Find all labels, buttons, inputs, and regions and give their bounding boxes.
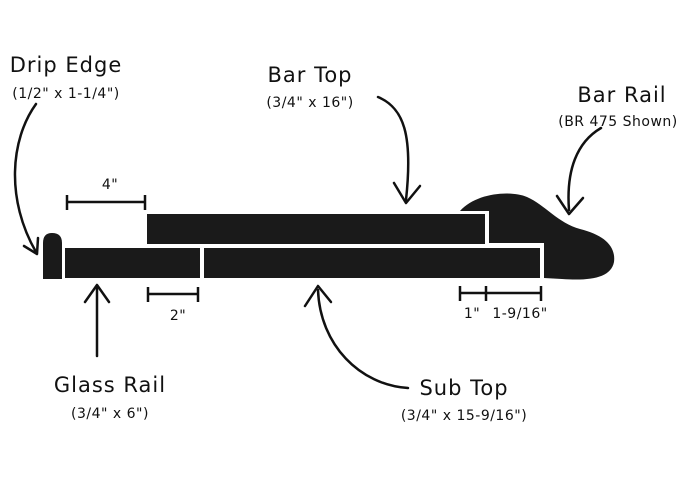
glass-rail-arrow	[83, 283, 111, 358]
glass-rail-size: (3/4" x 6")	[71, 406, 149, 422]
bar-rail-piece	[460, 193, 615, 280]
dimension-4-inch-label: 4"	[102, 177, 118, 193]
drip-edge-callout: Drip Edge (1/2" x 1-1/4")	[10, 53, 123, 102]
bar-profile	[43, 193, 615, 280]
glass-rail-piece	[65, 248, 200, 278]
bar-rail-size: (BR 475 Shown)	[558, 114, 678, 130]
bar-rail-callout: Bar Rail (BR 475 Shown)	[558, 83, 678, 130]
sub-top-arrow	[303, 284, 410, 390]
dimension-1-inch: 1"	[458, 286, 488, 322]
dimension-2-inch: 2"	[146, 287, 200, 324]
glass-rail-title: Glass Rail	[54, 373, 166, 397]
drip-edge-title: Drip Edge	[10, 53, 123, 77]
sub-top-size: (3/4" x 15-9/16")	[401, 408, 527, 424]
dimension-4-inch: 4"	[65, 177, 147, 210]
bar-top-title: Bar Top	[267, 63, 352, 87]
bar-rail-title: Bar Rail	[577, 83, 666, 107]
sub-top-callout: Sub Top (3/4" x 15-9/16")	[401, 376, 527, 424]
dimension-1-9-16-inch-label: 1-9/16"	[492, 306, 547, 322]
glass-rail-callout: Glass Rail (3/4" x 6")	[54, 373, 166, 422]
drip-edge-piece	[43, 233, 62, 279]
bar-top-arrow	[376, 95, 422, 205]
dimension-2-inch-label: 2"	[170, 308, 186, 324]
dimension-1-inch-label: 1"	[464, 306, 480, 322]
bar-top-callout: Bar Top (3/4" x 16")	[266, 63, 353, 111]
drip-edge-size: (1/2" x 1-1/4")	[12, 86, 120, 102]
drip-edge-arrow	[13, 102, 40, 256]
dimension-1-9-16-inch: 1-9/16"	[486, 286, 547, 322]
sub-top-title: Sub Top	[419, 376, 508, 400]
bar-top-size: (3/4" x 16")	[266, 95, 353, 111]
sub-top-piece	[204, 248, 540, 278]
bar-top-piece	[147, 214, 485, 244]
bar-rail-arrow	[555, 126, 603, 216]
